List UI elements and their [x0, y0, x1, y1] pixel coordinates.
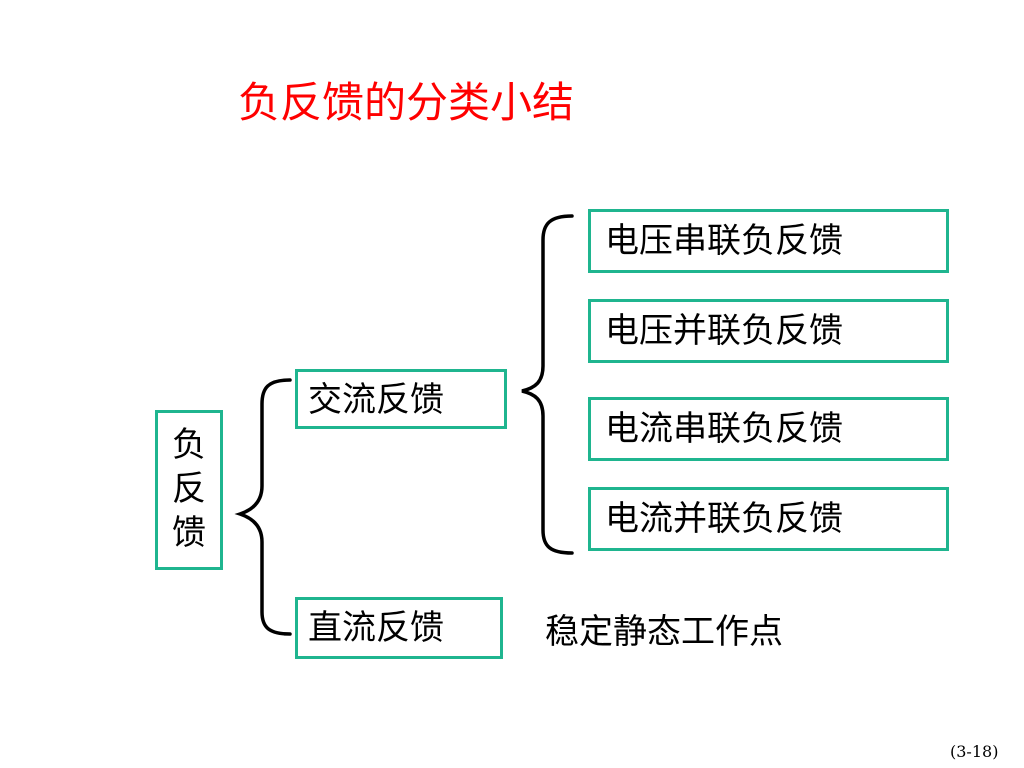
root-brace: [234, 378, 292, 636]
root-char: 负: [172, 425, 206, 465]
node-current-series: 电流串联负反馈: [588, 397, 949, 461]
root-node-negative-feedback: 负 反 馈: [155, 410, 223, 570]
page-number: (3-18): [950, 742, 999, 761]
slide-title: 负反馈的分类小结: [238, 78, 575, 127]
root-char: 馈: [172, 513, 206, 553]
node-ac-feedback: 交流反馈: [295, 369, 507, 429]
root-char: 反: [172, 469, 206, 509]
ac-brace: [521, 214, 574, 555]
node-voltage-shunt: 电压并联负反馈: [588, 299, 949, 363]
node-voltage-series: 电压串联负反馈: [588, 209, 949, 273]
node-current-shunt: 电流并联负反馈: [588, 487, 949, 551]
node-dc-feedback: 直流反馈: [295, 597, 503, 659]
dc-feedback-note: 稳定静态工作点: [545, 612, 783, 652]
